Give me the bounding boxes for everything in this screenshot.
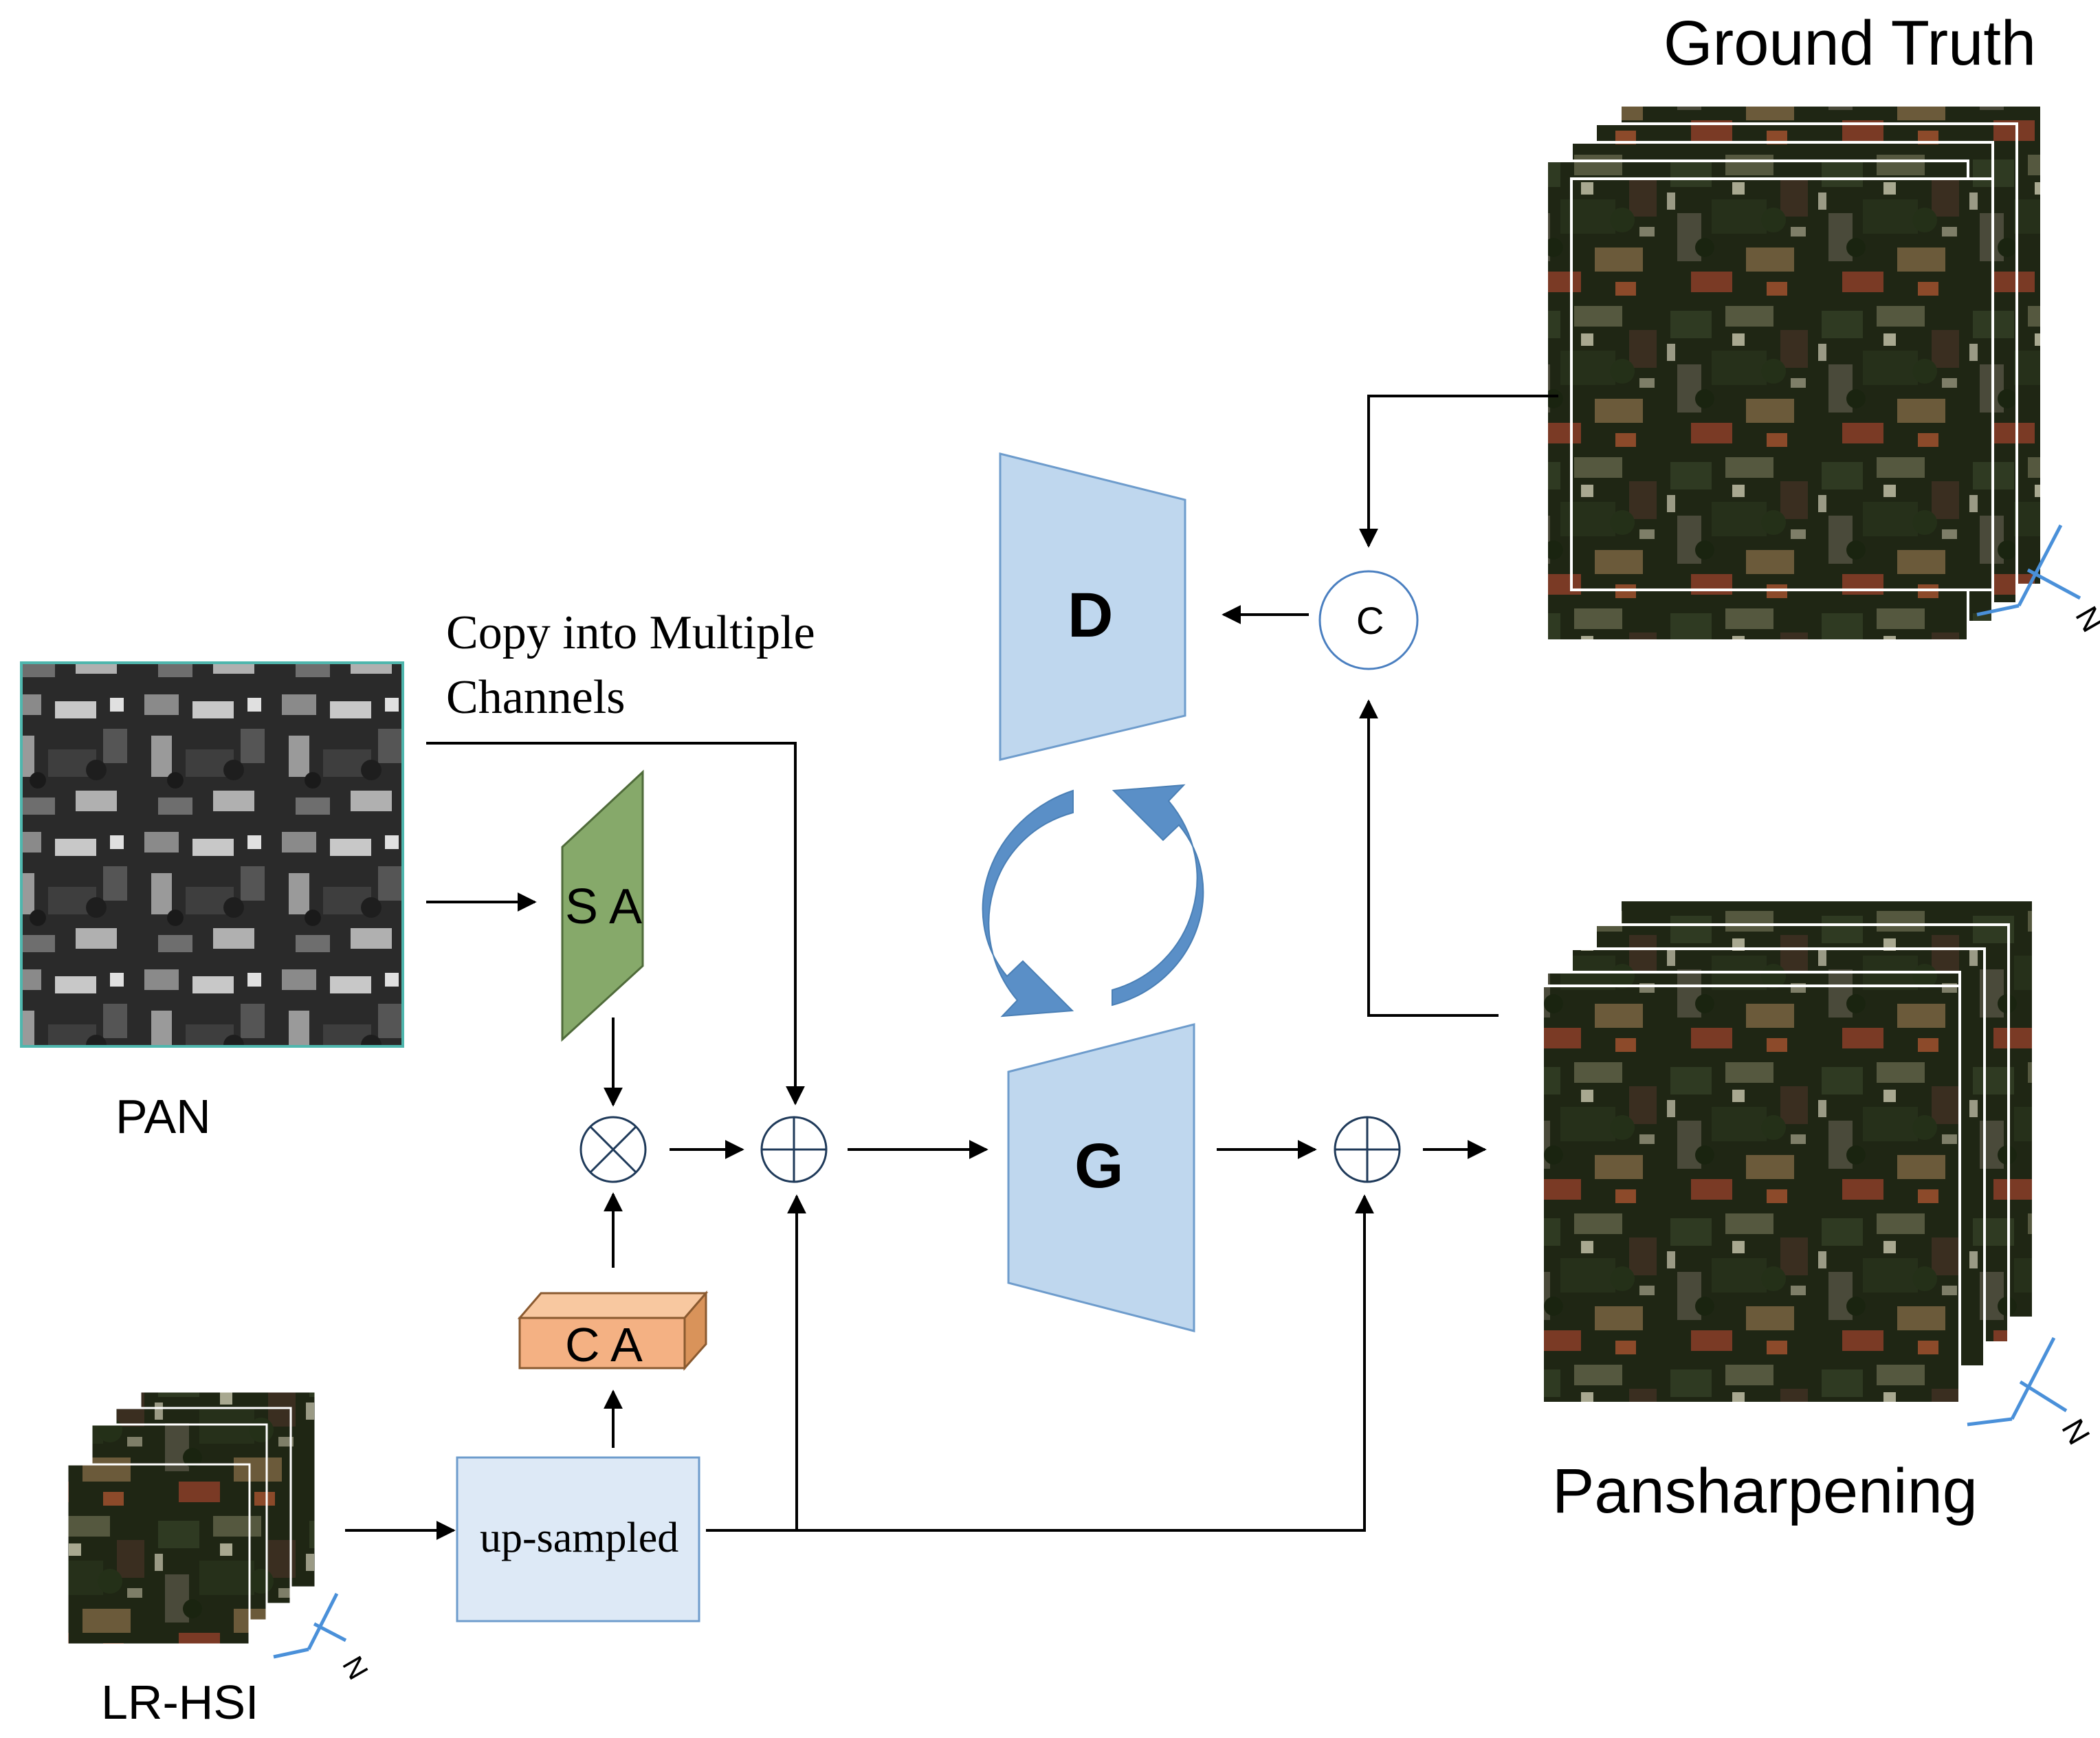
ground-truth-image-stack [1545,104,2043,642]
lr-hsi-image-stack [66,1390,317,1646]
pansharpening-label: Pansharpening [1552,1456,1978,1526]
lr-hsi-label: LR-HSI [101,1675,258,1729]
ground-truth-label: Ground Truth [1664,8,2036,78]
connectors [345,395,1558,1540]
channel-attention-label: C A [565,1318,643,1372]
spatial-attention-label: S A [565,879,642,934]
pan-image [20,661,404,1048]
upsample-block [456,1456,700,1622]
discriminator-label: D [1068,580,1113,650]
upsample-label: up-sampled [480,1515,678,1561]
cycle-arrows-icon [982,784,1204,1018]
pansharpening-image-stack [1541,899,2035,1405]
lr-hsi-band-label: N [336,1651,375,1685]
generator-label: G [1074,1131,1124,1201]
add-node-right [1334,1116,1401,1183]
ground-truth-band-label: N [2068,600,2100,638]
copy-channels-label-line2: Channels [446,671,626,724]
discriminator-block [999,452,1186,761]
lr-hsi-band-indicator [273,1592,347,1659]
pansharpening-band-label: N [2055,1413,2097,1451]
generator-block [1007,1023,1195,1332]
spatial-attention-block [561,769,644,1042]
pan-label: PAN [115,1090,211,1143]
channel-attention-block [517,1290,709,1371]
concat-node [1318,570,1419,670]
multiply-node [579,1116,647,1183]
add-node-left [760,1116,828,1183]
concat-label: C [1356,599,1384,642]
ground-truth-band-indicator [1976,524,2081,617]
pansharpening-band-indicator [1967,1336,2068,1427]
copy-channels-label-line1: Copy into Multiple [446,606,815,659]
